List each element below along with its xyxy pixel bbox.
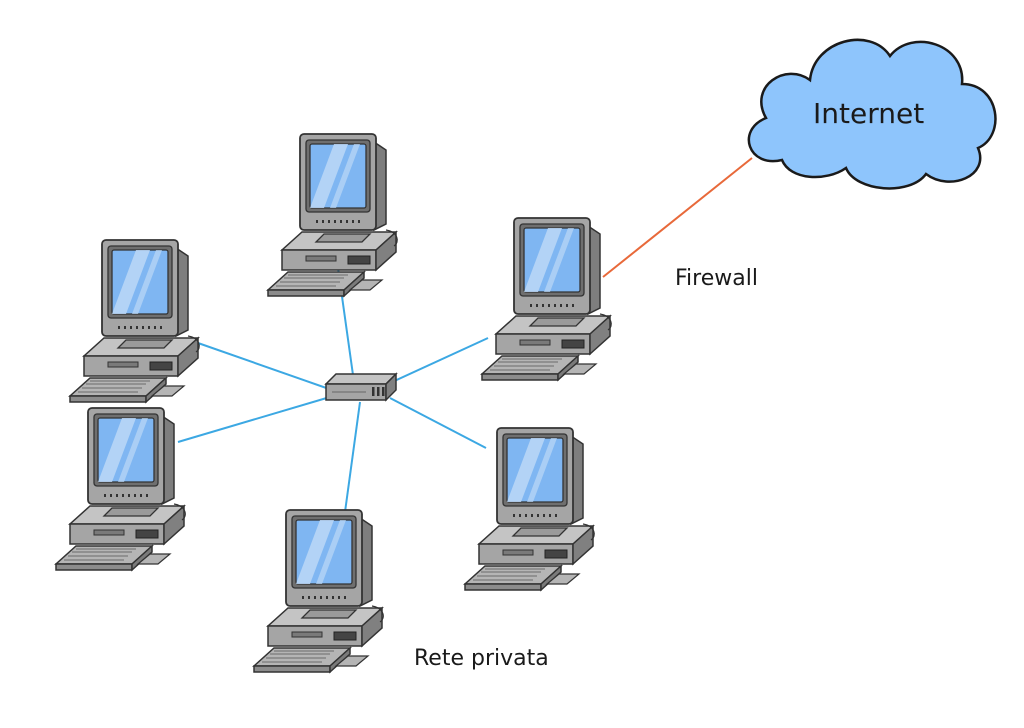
link-pc-firewall [389, 337, 489, 384]
computer-icon-firewall [481, 217, 613, 381]
wan-link [602, 157, 753, 278]
computer-icon-lower-right [464, 427, 596, 591]
link-pc-upper-left [197, 342, 333, 391]
link-pc-lower-right [389, 397, 487, 449]
lan-links [177, 267, 489, 513]
computer-icon-upper-left [69, 239, 201, 403]
private-network-label: Rete privata [414, 646, 549, 671]
cloud-icon [747, 38, 997, 190]
computer-icon-top [267, 133, 399, 297]
computer-icon-lower-left [55, 407, 187, 571]
internet-label: Internet [813, 97, 925, 130]
link-pc-lower-left [177, 396, 331, 443]
firewall-label: Firewall [675, 266, 758, 291]
link-pc-bottom [344, 401, 361, 513]
computer-icon-bottom [253, 509, 385, 673]
network-switch-icon [324, 372, 398, 402]
